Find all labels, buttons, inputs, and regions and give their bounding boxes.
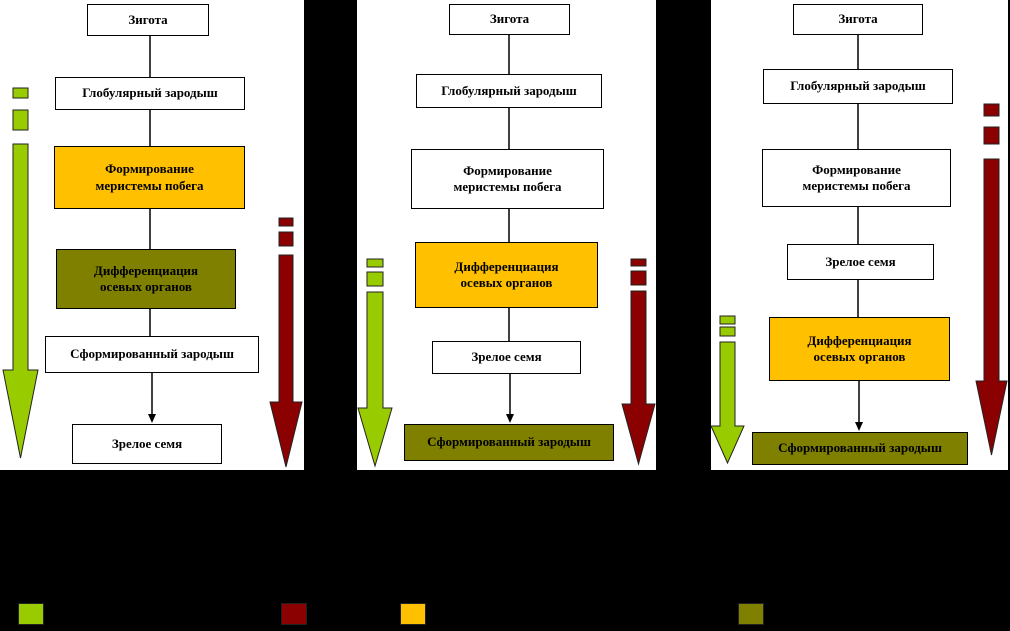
panel-1-box-5: Сформированный зародыш [45,336,259,373]
panel-3-red-arrow [975,103,1008,456]
panel-3-box-5: Дифференциация осевых органов [769,317,950,381]
panel-1-red-arrow [269,217,303,468]
panel-3-box-6: Сформированный зародыш [752,432,968,465]
panel-1-box-4: Дифференциация осевых органов [56,249,236,309]
legend-swatch-olive [738,603,764,625]
panel-2-box-6: Сформированный зародыш [404,424,614,461]
panel-1-box-1: Зигота [87,4,209,36]
panel-3-green-arrow [710,315,745,465]
panel-2-box-5: Зрелое семя [432,341,581,374]
panel-3: Зигота Глобулярный зародыш Формирование … [710,0,1008,470]
panel-1-box-3: Формирование меристемы побега [54,146,245,209]
panel-2-red-arrow [621,258,656,466]
panel-2-box-4: Дифференциация осевых органов [415,242,598,308]
panel-1: Зигота Глобулярный зародыш Формирование … [0,0,304,470]
panel-2-connectors [506,35,514,423]
panel-3-box-2: Глобулярный зародыш [763,69,953,104]
legend-swatch-dark-red [281,603,307,625]
panel-1-box-2: Глобулярный зародыш [55,77,245,110]
panel-2-box-1: Зигота [449,4,570,35]
panel-3-connectors [855,35,863,431]
panel-1-connectors [148,35,156,423]
panel-2-green-arrow [357,258,393,468]
panel-1-box-6: Зрелое семя [72,424,222,464]
panel-2-box-3: Формирование меристемы побега [411,149,604,209]
panel-3-box-4: Зрелое семя [787,244,934,280]
panel-3-box-3: Формирование меристемы побега [762,149,951,207]
panel-2-box-2: Глобулярный зародыш [416,74,602,108]
panel-1-green-arrow [2,87,39,459]
panel-3-box-1: Зигота [793,4,923,35]
legend-swatch-light-green [18,603,44,625]
legend-swatch-orange [400,603,426,625]
panel-2: Зигота Глобулярный зародыш Формирование … [357,0,656,470]
